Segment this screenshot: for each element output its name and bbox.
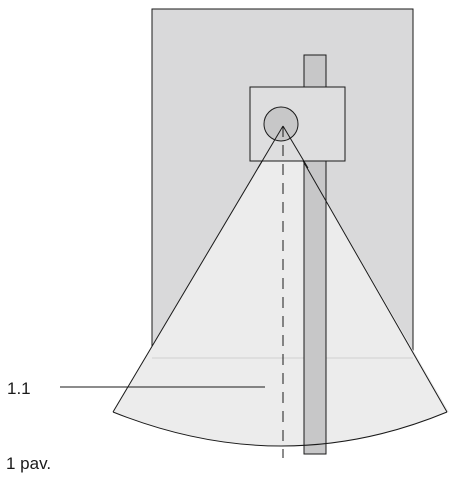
beam-arc <box>112 411 448 447</box>
sensor-lens-icon <box>263 106 299 142</box>
beam-right-edge <box>282 125 448 413</box>
beam-left-edge <box>112 125 284 413</box>
callout-label: 1.1 <box>7 379 31 398</box>
figure-caption: 1 pav. <box>6 454 52 473</box>
beam-right-edge-inner <box>282 125 309 169</box>
detection-beam <box>113 126 449 446</box>
beam-left-edge-inner <box>257 125 284 169</box>
